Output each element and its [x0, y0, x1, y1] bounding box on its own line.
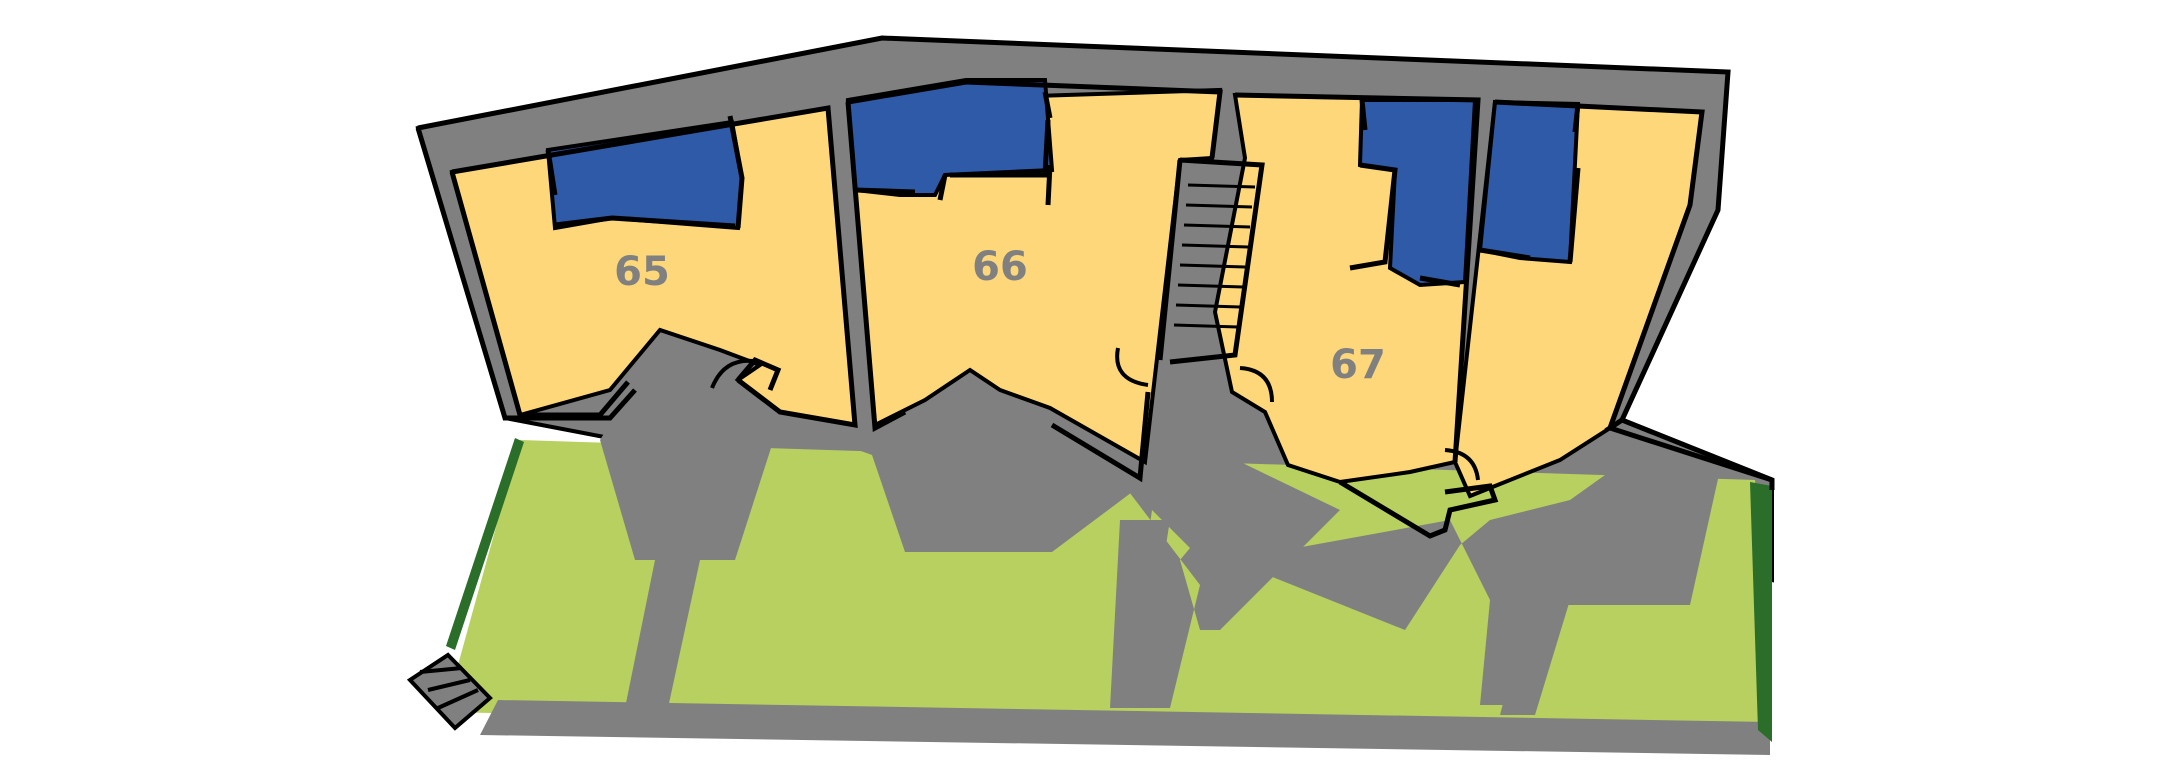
yard-lawn [445, 440, 1770, 740]
exterior-steps [406, 652, 493, 731]
hedge-left [446, 438, 524, 650]
unit-label-66: 66 [972, 244, 1028, 290]
unit-67-wet-area-b [1477, 99, 1581, 265]
yard-paving [480, 340, 1770, 755]
hedge-right [1750, 482, 1772, 742]
unit-label-67: 67 [1330, 342, 1386, 388]
interior-walls [415, 35, 1775, 539]
stair-treads [1173, 183, 1256, 329]
unit-label-65: 65 [614, 249, 670, 295]
door-swings [710, 347, 1480, 481]
